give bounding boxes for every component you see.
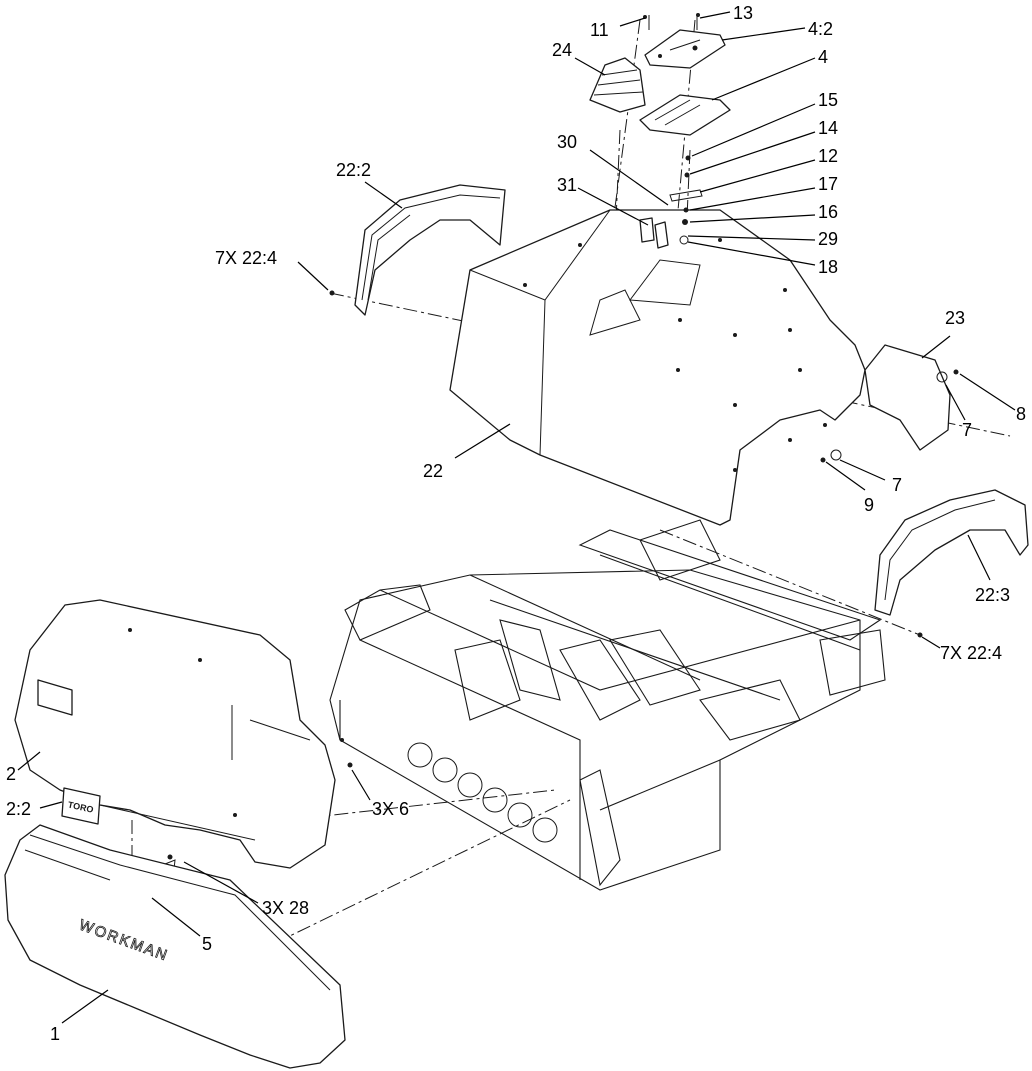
callout-7-lower: 7 (892, 475, 902, 495)
callout-5: 5 (202, 934, 212, 954)
callout-30: 30 (557, 132, 577, 152)
callout-14: 14 (818, 118, 838, 138)
hood-panel-2 (14, 599, 336, 869)
side-panel-23 (820, 344, 959, 463)
body-panel-22 (449, 209, 866, 526)
callout-11: 11 (590, 20, 609, 40)
callout-1: 1 (50, 1024, 60, 1044)
callout-31: 31 (557, 175, 577, 195)
callout-16: 16 (818, 202, 838, 222)
leader-lines (17, 11, 1016, 1024)
bumper-1: WORKMAN (4, 824, 346, 1069)
callout-24: 24 (552, 40, 572, 60)
callout-22-3: 22:3 (975, 585, 1010, 605)
callout-7x-22-4-right: 7X 22:4 (940, 643, 1002, 663)
callout-2-2: 2:2 (6, 799, 31, 819)
chassis-frame (329, 519, 886, 891)
callout-22-2: 22:2 (336, 160, 371, 180)
plate-4 (639, 94, 731, 136)
callout-17: 17 (818, 174, 838, 194)
callout-2: 2 (6, 764, 16, 784)
callout-13: 13 (733, 3, 753, 23)
callout-12: 12 (818, 146, 838, 166)
shift-boot-24 (589, 57, 646, 113)
callout-18: 18 (818, 257, 838, 277)
callout-7x-22-4-left: 7X 22:4 (215, 248, 277, 268)
callout-22: 22 (423, 461, 443, 481)
plate-4-2 (644, 29, 726, 69)
fender-22-3 (874, 489, 1029, 616)
fender-22-2 (354, 184, 506, 316)
callout-3x-28: 3X 28 (262, 898, 309, 918)
callout-8: 8 (1016, 404, 1026, 424)
callout-4-2: 4:2 (808, 19, 833, 39)
callout-7-right: 7 (962, 420, 972, 440)
fasteners (329, 13, 923, 768)
callout-3x-6: 3X 6 (372, 799, 409, 819)
callout-labels: 11 13 4:2 24 4 15 14 12 17 16 29 18 30 3… (6, 3, 1026, 1044)
callout-4: 4 (818, 47, 828, 67)
callout-29: 29 (818, 229, 838, 249)
callout-23: 23 (945, 308, 965, 328)
callout-15: 15 (818, 90, 838, 110)
hood-badge-2-2: TORO (61, 787, 101, 825)
callout-9: 9 (864, 495, 874, 515)
